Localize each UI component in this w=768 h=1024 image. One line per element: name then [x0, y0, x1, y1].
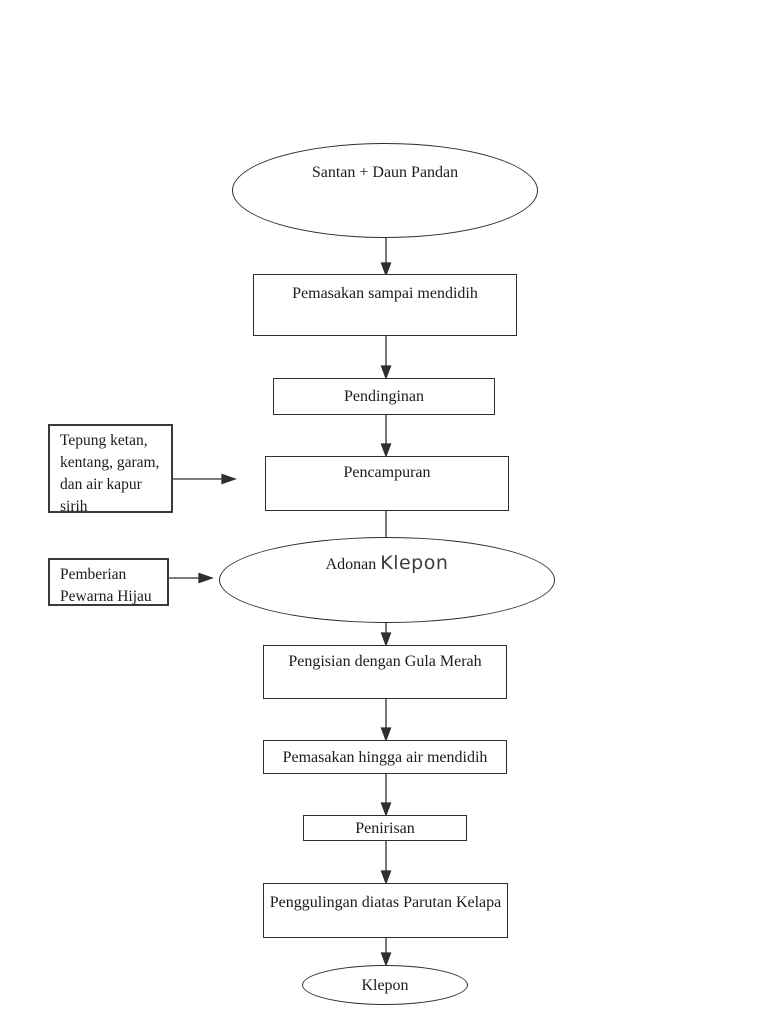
arrow-penirisan-to-penggulingan [380, 841, 392, 885]
arrow-pemberian-to-adonan [169, 572, 214, 584]
node-label: Pencampuran [343, 464, 431, 481]
node-label: Klepon [361, 977, 409, 994]
node-label-line: Pemberian [60, 566, 127, 583]
node-pendinginan: Pendinginan [273, 378, 495, 415]
arrow-pendinginan-to-pencampuran [380, 415, 392, 458]
arrow-penggulingan-to-klepon [380, 938, 392, 967]
node-pemasakan-sampai-mendidih: Pemasakan sampai mendidih [253, 274, 517, 336]
node-santan-daun-pandan: Santan + Daun Pandan [232, 143, 538, 238]
arrow-pengisian-to-pemasakan2 [380, 699, 392, 742]
node-label: Pendinginan [344, 388, 424, 405]
node-label-line: Pewarna Hijau [60, 588, 152, 605]
node-pencampuran: Pencampuran [265, 456, 509, 511]
node-label-alt-font: Klepon [380, 552, 449, 574]
node-klepon: Klepon [302, 965, 468, 1005]
arrow-pemasakan-to-pendinginan [380, 336, 392, 380]
arrow-pemasakan2-to-penirisan [380, 774, 392, 817]
node-pemasakan-hingga-air-mendidih: Pemasakan hingga air mendidih [263, 740, 507, 774]
arrow-tepung-to-pencampuran [173, 473, 237, 485]
node-label: Penggulingan diatas Parutan Kelapa [269, 894, 502, 911]
node-input-tepung-ketan: Tepung ketan, kentang, garam, dan air ka… [48, 424, 173, 515]
node-label-line: kentang, garam, [60, 454, 160, 471]
node-label: Penirisan [355, 820, 415, 837]
node-label-line: sirih [60, 498, 88, 515]
node-label: Pemasakan sampai mendidih [292, 285, 478, 302]
node-adonan-klepon: Adonan Klepon [219, 537, 555, 623]
arrow-adonan-to-pengisian [380, 623, 392, 647]
node-label-line: Tepung ketan, [60, 432, 148, 449]
node-label: Santan + Daun Pandan [311, 164, 459, 181]
node-label: Pemasakan hingga air mendidih [282, 749, 488, 766]
node-input-pemberian-pewarna-hijau: Pemberian Pewarna Hijau [48, 558, 169, 606]
node-penggulingan-parutan-kelapa: Penggulingan diatas Parutan Kelapa [263, 883, 508, 938]
node-penirisan: Penirisan [303, 815, 467, 841]
node-label-line: dan air kapur [60, 476, 142, 493]
arrow-santan-to-pemasakan [380, 238, 392, 277]
node-label: Pengisian dengan Gula Merah [288, 653, 482, 670]
node-pengisian-gula-merah: Pengisian dengan Gula Merah [263, 645, 507, 699]
node-label: Adonan [325, 556, 381, 573]
